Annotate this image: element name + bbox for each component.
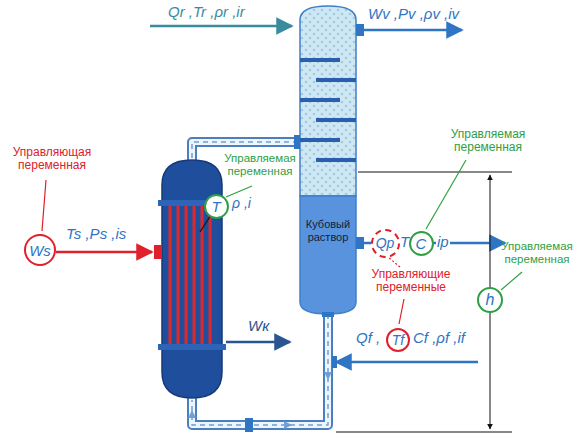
annotation-label: Управляемая переменная [432,128,544,155]
controlled-variable-circle: T [204,194,229,219]
annotation-label: Wv ,Pv ,ρv ,iv [368,6,459,23]
control-variable-circle: Tf [386,328,410,352]
annotation-label: Управляемая переменная [498,240,576,266]
annotation-label: Qr ,Tr ,ρr ,ir [168,4,245,21]
annotation-label: ρ ,i [232,196,251,212]
annotation-label: Cf ,ρf ,if [413,330,465,347]
annotation-label: Ts ,Ps ,is [66,226,126,243]
column-bottoms-section: Кубовый раствор [300,196,356,266]
node-text: h [486,292,495,308]
annotation-label: Управляющие переменные [356,268,466,295]
annotation-label: Wк [248,318,269,335]
controlled-variable-circle: h [477,287,503,313]
distillation-column [294,6,364,317]
node-text: Tf [392,333,404,347]
node-text: C [416,236,427,251]
leader-lines [42,160,522,324]
flow-arrows [56,26,505,368]
annotation-label: Управляющая переменная [2,146,102,173]
annotation-label: ip [436,234,450,251]
node-text: Ws [29,243,51,258]
node-text: Кубовый раствор [302,218,354,243]
annotation-label: Управляемая переменная [222,152,298,178]
annotation-label: Qf , [356,330,380,347]
node-text: T [211,199,220,214]
level-dimension [336,172,512,432]
controlled-variable-circle: C [409,231,434,256]
control-variable-circle: Ws [24,234,56,266]
node-text: Qp [376,236,395,250]
control-variable-circle: Qp [371,229,400,258]
